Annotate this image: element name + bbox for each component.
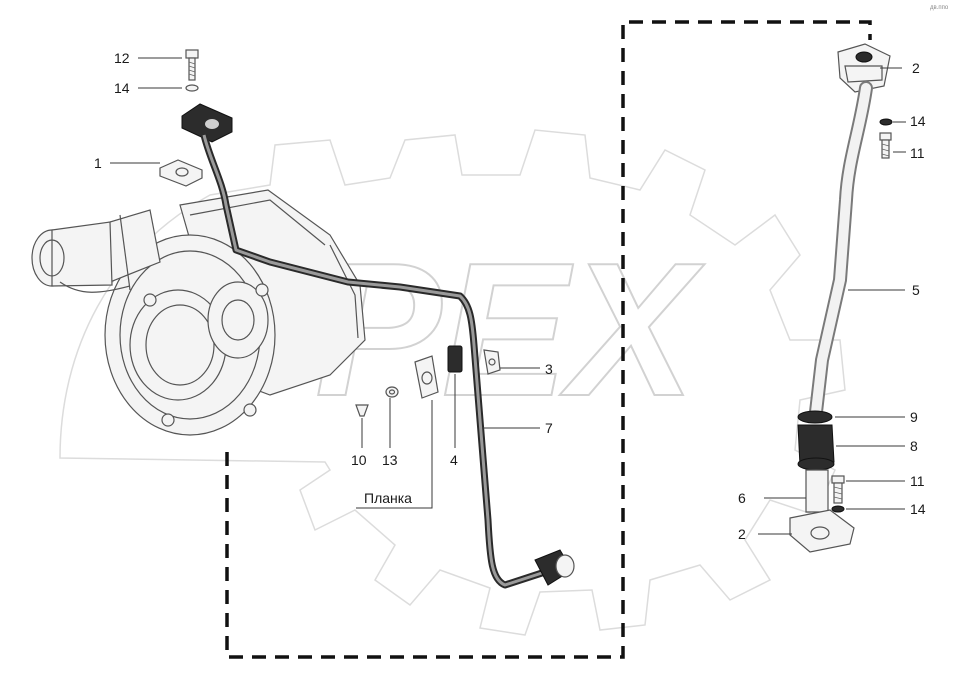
callout-8: 8 <box>910 438 918 454</box>
oil-feed-pipe <box>159 49 575 589</box>
callout-11-right-bottom: 11 <box>910 473 925 489</box>
callout-5: 5 <box>912 282 920 298</box>
callout-2-bottom: 2 <box>738 526 746 542</box>
callout-4: 4 <box>450 452 458 468</box>
watermark-text: PEX <box>315 224 705 436</box>
callout-7: 7 <box>545 420 553 436</box>
corner-mark: дв.ппо <box>930 5 949 11</box>
callout-14-right-bottom: 14 <box>910 501 926 517</box>
assembly-boundary-dashed <box>225 20 872 659</box>
callout-14-top: 14 <box>114 80 130 96</box>
callout-1: 1 <box>94 155 102 171</box>
callout-9: 9 <box>910 409 918 425</box>
turbocharger <box>31 189 366 436</box>
callout-planka: Планка <box>364 490 412 506</box>
callout-labels: 12 14 1 2 14 11 5 3 7 10 13 4 Планка 9 8… <box>94 50 926 542</box>
leader-lines <box>110 57 906 535</box>
callout-2-top: 2 <box>912 60 920 76</box>
callout-14-right-top: 14 <box>910 113 926 129</box>
callout-10: 10 <box>351 452 367 468</box>
callout-13: 13 <box>382 452 398 468</box>
callout-12-top: 12 <box>114 50 130 66</box>
small-parts <box>355 345 501 417</box>
callout-3: 3 <box>545 361 553 377</box>
oil-drain-pipe <box>789 43 893 553</box>
callout-6: 6 <box>738 490 746 506</box>
callout-11-right-top: 11 <box>910 145 925 161</box>
